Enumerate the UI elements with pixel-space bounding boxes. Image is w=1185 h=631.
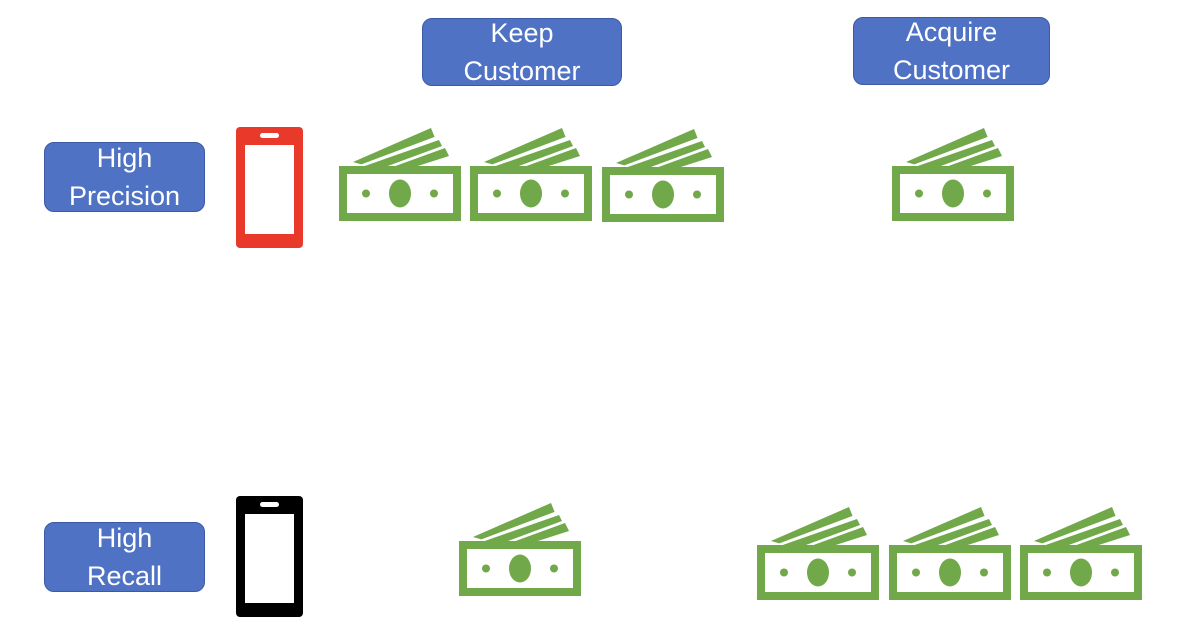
row-header-recall-line1: High: [96, 523, 153, 553]
column-header-acquire-line1: Acquire: [905, 17, 998, 47]
money-bills-icon: [757, 507, 879, 600]
money-bills-icon: [602, 129, 724, 222]
row-header-precision-line1: High: [96, 143, 153, 173]
phone-speaker: [260, 502, 279, 507]
row-header-high-recall: High Recall: [44, 522, 205, 592]
column-header-keep-line2: Customer: [463, 56, 581, 86]
money-bills-icon: [339, 128, 461, 221]
money-bills-icon: [889, 507, 1011, 600]
column-header-keep-line1: Keep: [490, 18, 554, 48]
column-header-acquire-customer: Acquire Customer: [853, 17, 1050, 85]
smartphone-icon: [236, 496, 303, 617]
money-bills-icon: [470, 128, 592, 221]
row-header-high-precision: High Precision: [44, 142, 205, 212]
smartphone-icon: [236, 127, 303, 248]
row-header-recall-line2: Recall: [86, 561, 163, 591]
money-bills-icon: [459, 503, 581, 596]
phone-screen: [245, 145, 294, 234]
column-header-acquire-line2: Customer: [892, 55, 1011, 85]
phone-speaker: [260, 133, 279, 138]
money-bills-icon: [1020, 507, 1142, 600]
row-header-precision-line2: Precision: [68, 181, 181, 211]
phone-screen: [245, 514, 294, 603]
column-header-keep-customer: Keep Customer: [422, 18, 622, 86]
money-bills-icon: [892, 128, 1014, 221]
